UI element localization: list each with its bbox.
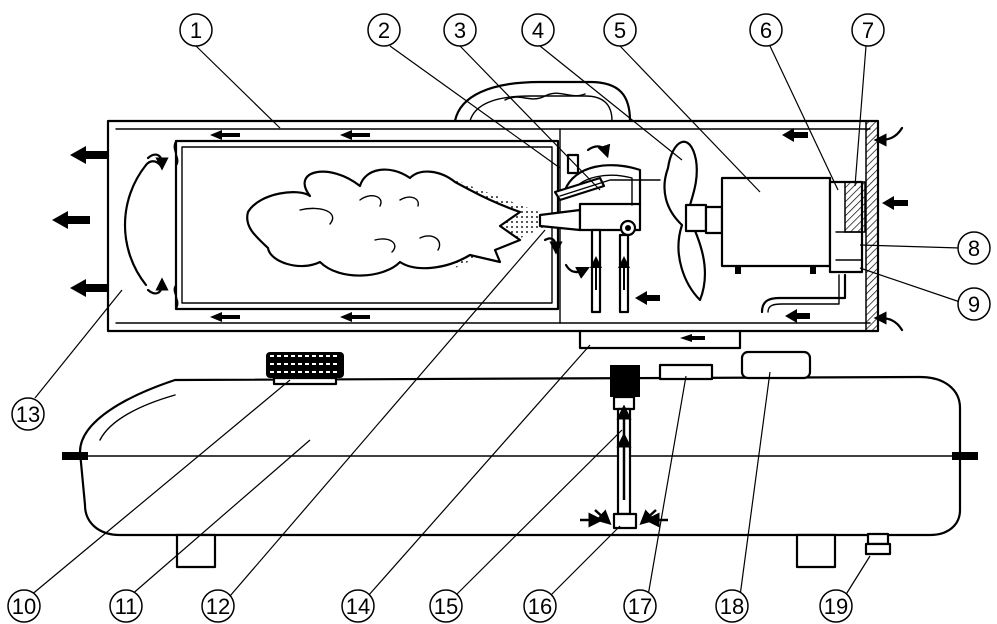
callout-11: 11 xyxy=(109,589,143,623)
svg-text:13: 13 xyxy=(16,402,40,427)
svg-text:5: 5 xyxy=(614,18,626,43)
fan xyxy=(663,140,708,302)
fuel-filter xyxy=(580,509,668,530)
svg-text:4: 4 xyxy=(532,18,544,43)
callout-9: 9 xyxy=(957,287,991,321)
flame-deflector xyxy=(123,163,148,287)
svg-text:17: 17 xyxy=(628,594,652,619)
flame xyxy=(246,168,560,277)
callout-14: 14 xyxy=(341,589,375,623)
burner-assembly xyxy=(538,153,661,314)
tank-flange-right xyxy=(952,452,978,460)
callout-3: 3 xyxy=(443,13,477,47)
svg-text:6: 6 xyxy=(760,18,772,43)
tank-foot-left xyxy=(175,533,217,569)
callout-5: 5 xyxy=(603,13,637,47)
svg-text:19: 19 xyxy=(824,594,848,619)
callout-12: 12 xyxy=(201,589,235,623)
callout-4: 4 xyxy=(521,13,555,47)
svg-text:1: 1 xyxy=(190,18,202,43)
heater-housing xyxy=(106,80,880,350)
svg-text:16: 16 xyxy=(528,594,552,619)
callout-10: 10 xyxy=(7,589,41,623)
svg-text:2: 2 xyxy=(378,18,390,43)
fuel-pickup-tube xyxy=(610,365,640,516)
svg-text:3: 3 xyxy=(454,18,466,43)
drain-plug xyxy=(864,532,892,556)
control-box xyxy=(740,350,812,380)
tank-foot-right xyxy=(795,533,837,569)
svg-text:7: 7 xyxy=(862,18,874,43)
callout-13: 13 xyxy=(11,397,45,431)
leader-lines xyxy=(29,45,961,597)
svg-text:15: 15 xyxy=(434,594,458,619)
svg-text:12: 12 xyxy=(206,594,230,619)
callout-7: 7 xyxy=(851,13,885,47)
callout-2: 2 xyxy=(367,13,401,47)
tank-flange-left xyxy=(62,452,88,460)
svg-text:14: 14 xyxy=(346,594,370,619)
svg-text:18: 18 xyxy=(720,594,744,619)
fuel-tank xyxy=(62,350,978,569)
callout-15: 15 xyxy=(429,589,463,623)
carry-handle xyxy=(453,80,632,123)
callout-18: 18 xyxy=(715,589,749,623)
filler-cap xyxy=(266,352,344,386)
callout-1: 1 xyxy=(179,13,213,47)
callout-16: 16 xyxy=(523,589,557,623)
callout-8: 8 xyxy=(957,231,991,265)
callout-19: 19 xyxy=(819,589,853,623)
svg-text:10: 10 xyxy=(12,594,36,619)
motor xyxy=(704,176,832,274)
callout-6: 6 xyxy=(749,13,783,47)
callout-17: 17 xyxy=(623,589,657,623)
svg-text:8: 8 xyxy=(968,236,980,261)
svg-text:9: 9 xyxy=(968,292,980,317)
svg-text:11: 11 xyxy=(115,594,138,619)
callouts: 1 2 3 4 5 6 7 8 9 10 11 12 13 14 15 16 1… xyxy=(7,13,991,623)
airflow-arrows xyxy=(52,126,908,342)
rear-grille xyxy=(865,120,879,332)
air-pump xyxy=(828,180,866,274)
